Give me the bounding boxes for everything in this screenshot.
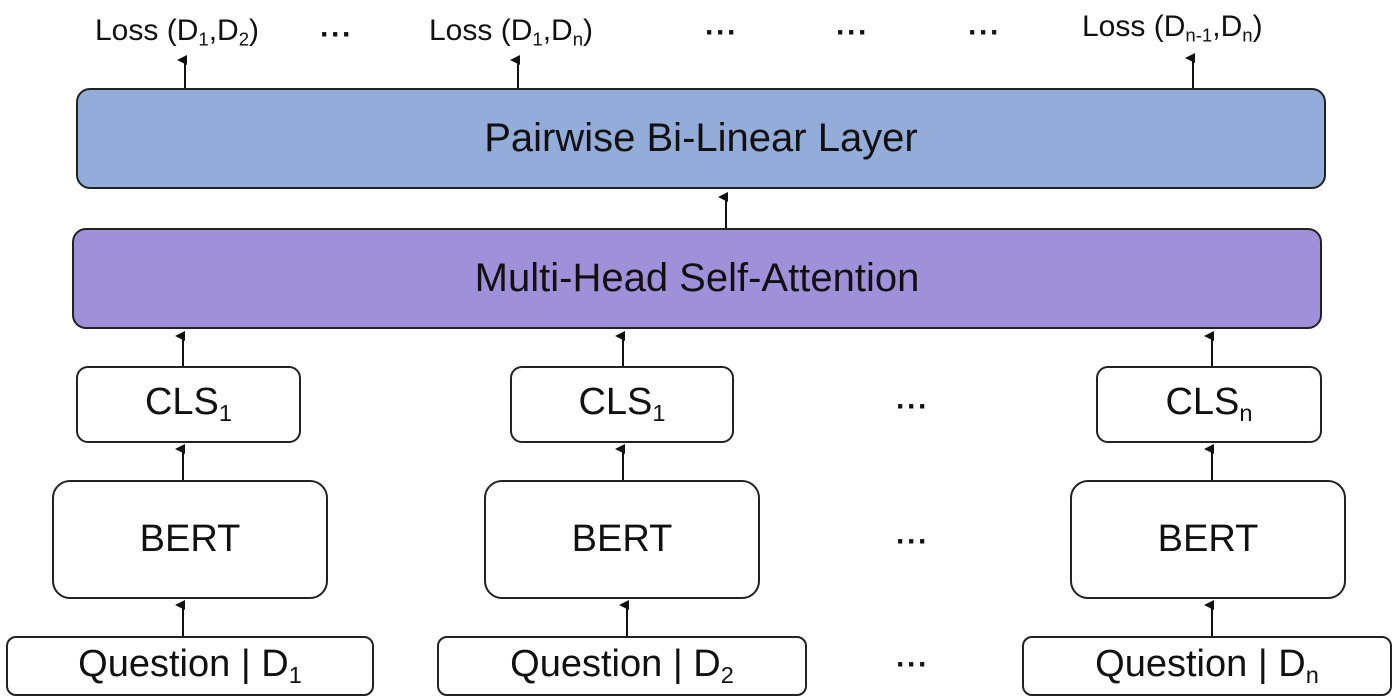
question-label-n: Question | Dn <box>1095 642 1319 689</box>
question-box-1: Question | D1 <box>6 636 374 696</box>
ellipsis-question: ··· <box>896 648 929 681</box>
mhsa-label: Multi-Head Self-Attention <box>474 256 920 300</box>
bert-label-2: BERT <box>571 518 673 560</box>
cls-box-2: CLS1 <box>510 366 734 443</box>
cls-box-n: CLSn <box>1096 366 1322 443</box>
pairwise-bilinear-layer: Pairwise Bi-Linear Layer <box>76 88 1326 189</box>
ellipsis-loss-3: ··· <box>836 16 869 49</box>
pairwise-bilinear-label: Pairwise Bi-Linear Layer <box>484 116 918 160</box>
cls-label-1: CLS1 <box>144 381 233 427</box>
cls-label-n: CLSn <box>1165 381 1253 427</box>
question-box-n: Question | Dn <box>1022 636 1392 696</box>
bert-label-1: BERT <box>139 518 241 560</box>
bert-box-2: BERT <box>484 480 760 599</box>
bert-box-n: BERT <box>1070 480 1346 599</box>
ellipsis-bert: ··· <box>896 525 929 558</box>
question-label-1: Question | D1 <box>78 642 302 689</box>
ellipsis-loss-1: ··· <box>320 18 353 51</box>
cls-box-1: CLS1 <box>76 366 301 443</box>
cls-label-2: CLS1 <box>578 381 666 427</box>
loss-label-2: Loss (D1,Dn) <box>429 14 594 50</box>
question-box-2: Question | D2 <box>437 636 807 696</box>
multi-head-self-attention-layer: Multi-Head Self-Attention <box>72 228 1322 329</box>
loss-label-1: Loss (D1,D2) <box>95 14 260 50</box>
bert-label-n: BERT <box>1157 518 1259 560</box>
question-label-2: Question | D2 <box>510 642 734 689</box>
ellipsis-cls: ··· <box>896 390 929 423</box>
loss-label-3: Loss (Dn-1,Dn) <box>1082 10 1263 46</box>
ellipsis-loss-2: ··· <box>705 16 738 49</box>
ellipsis-loss-4: ··· <box>968 16 1001 49</box>
bert-box-1: BERT <box>52 480 328 599</box>
